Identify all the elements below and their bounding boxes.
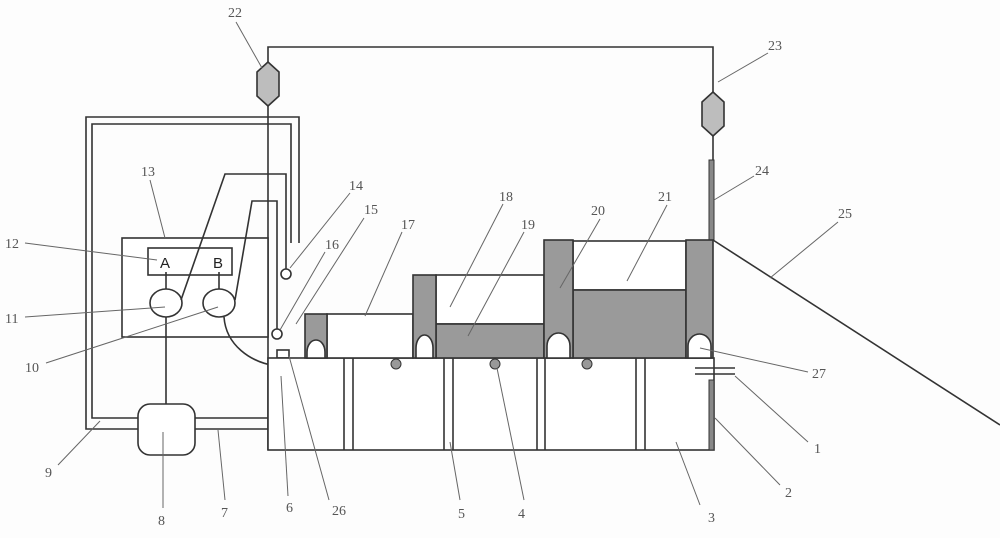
bed-21 [573, 241, 686, 290]
label-23: 23 [768, 39, 782, 54]
valve-22 [257, 62, 279, 106]
display-letter-b: B [213, 255, 223, 272]
label-17: 17 [401, 218, 415, 233]
aerator-4b [490, 359, 500, 369]
unit-8 [138, 404, 195, 455]
slope-25 [713, 240, 1000, 425]
label-18: 18 [499, 190, 513, 205]
label-19: 19 [521, 218, 535, 233]
label-4: 4 [518, 507, 525, 522]
label-26: 26 [332, 504, 346, 519]
controller-10 [203, 289, 235, 317]
layer-21 [573, 290, 686, 358]
label-5: 5 [458, 507, 465, 522]
label-25: 25 [838, 207, 852, 222]
label-3: 3 [708, 511, 715, 526]
label-6: 6 [286, 501, 293, 516]
valve-23 [702, 92, 724, 136]
layer-19 [436, 324, 544, 358]
controller-11 [150, 289, 182, 317]
plate-24 [709, 160, 714, 240]
tank-3 [268, 358, 714, 450]
label-10: 10 [25, 361, 39, 376]
label-13: 13 [141, 165, 155, 180]
label-9: 9 [45, 466, 52, 481]
label-16: 16 [325, 238, 339, 253]
label-27: 27 [812, 367, 826, 382]
label-15: 15 [364, 203, 378, 218]
part-26 [277, 350, 289, 358]
label-1: 1 [814, 442, 821, 457]
label-12: 12 [5, 237, 19, 252]
aerator-4a [391, 359, 401, 369]
plate-2 [709, 380, 714, 450]
aerator-4c [582, 359, 592, 369]
label-20: 20 [591, 204, 605, 219]
sensor-16 [272, 329, 282, 339]
label-11: 11 [5, 312, 18, 327]
sensor-14 [281, 269, 291, 279]
label-14: 14 [349, 179, 363, 194]
bed-18 [436, 275, 544, 324]
display-letter-a: A [160, 255, 170, 272]
label-8: 8 [158, 514, 165, 529]
label-7: 7 [221, 506, 228, 521]
bed-17 [327, 314, 413, 358]
label-2: 2 [785, 486, 792, 501]
label-24: 24 [755, 164, 769, 179]
label-22: 22 [228, 6, 242, 21]
label-21: 21 [658, 190, 672, 205]
